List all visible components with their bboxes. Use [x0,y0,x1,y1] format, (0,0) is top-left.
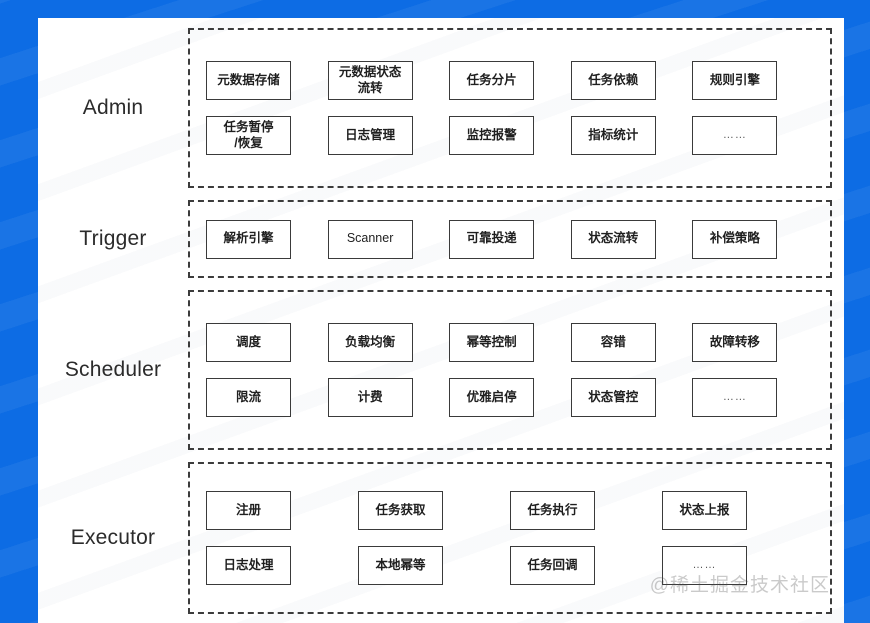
module-cell: 任务获取 [358,491,510,530]
module-cell: 任务分片 [449,61,571,100]
module-box[interactable]: 限流 [206,378,291,417]
module-box[interactable]: 优雅启停 [449,378,535,417]
module-box[interactable]: …… [692,116,778,155]
module-cell: 状态上报 [662,491,814,530]
module-box[interactable]: 调度 [206,323,291,362]
module-cell: 限流 [206,378,328,417]
module-box[interactable]: 任务分片 [449,61,535,100]
module-row: 限流计费优雅启停状态管控 …… [206,378,814,417]
module-cell: 任务暂停 /恢复 [206,116,328,155]
module-box[interactable]: Scanner [327,219,413,259]
module-cell: …… [692,378,814,417]
module-box[interactable]: 可靠投递 [449,219,535,259]
module-box[interactable]: 故障转移 [692,323,778,362]
module-box[interactable]: 负载均衡 [327,323,413,362]
module-cell: 负载均衡 [327,323,450,362]
layer-group-admin: 元数据存储元数据状态 流转任务分片任务依赖规则引擎任务暂停 /恢复日志管理监控报… [188,28,832,188]
module-row: 日志处理 本地幂等 任务回调 …… [206,546,814,585]
module-row: 注册 任务获取 任务执行 状态上报 [206,491,814,530]
layer-row-trigger: Trigger 解析引擎 Scanner 可靠投递状态流转补偿策略 [38,200,844,278]
module-cell: 解析引擎 [206,219,328,259]
layer-label-scheduler: Scheduler [64,358,162,382]
module-box[interactable]: 元数据状态 流转 [327,61,413,100]
module-cell: 本地幂等 [358,546,510,585]
layer-label-executor: Executor [70,526,156,550]
module-cell: …… [692,116,814,155]
module-box[interactable]: 状态流转 [570,219,656,259]
module-box[interactable]: 解析引擎 [206,219,291,259]
module-cell: 监控报警 [449,116,571,155]
module-cell: 任务依赖 [570,61,693,100]
module-cell: 幂等控制 [449,323,571,362]
module-cell: 优雅启停 [449,378,571,417]
module-cell: Scanner [327,219,450,259]
module-box[interactable]: 注册 [206,491,291,530]
module-box[interactable]: 任务回调 [510,546,595,585]
module-cell: 容错 [570,323,693,362]
layer-group-scheduler: 调度负载均衡幂等控制容错故障转移限流计费优雅启停状态管控…… [188,290,832,450]
module-row: 任务暂停 /恢复日志管理监控报警指标统计 …… [206,116,814,155]
module-cell: 状态流转 [570,219,693,259]
layer-row-executor: Executor 注册 任务获取 任务执行 状态上报日志处理 本地幂等 任务回调 …… [38,462,844,614]
layer-group-trigger: 解析引擎 Scanner 可靠投递状态流转补偿策略 [188,200,832,278]
module-row: 调度负载均衡幂等控制容错故障转移 [206,323,814,362]
module-cell: 元数据状态 流转 [327,61,450,100]
module-cell: 计费 [327,378,450,417]
module-cell: 任务执行 [510,491,662,530]
module-cell: 状态管控 [570,378,693,417]
module-box[interactable]: 日志管理 [327,116,413,155]
module-cell: 注册 [206,491,358,530]
module-box[interactable]: 指标统计 [570,116,656,155]
module-row: 元数据存储元数据状态 流转任务分片任务依赖规则引擎 [206,61,814,100]
module-box[interactable]: 状态上报 [662,491,747,530]
module-cell: 日志处理 [206,546,358,585]
module-box[interactable]: 元数据存储 [206,61,291,100]
module-box[interactable]: 任务暂停 /恢复 [206,116,291,155]
module-cell: 元数据存储 [206,61,328,100]
module-box[interactable]: 状态管控 [570,378,656,417]
layer-group-executor: 注册 任务获取 任务执行 状态上报日志处理 本地幂等 任务回调 …… [188,462,832,614]
layer-label-admin: Admin [82,96,144,120]
module-box[interactable]: …… [662,546,747,585]
layer-label-trigger: Trigger [79,227,147,251]
module-cell: 调度 [206,323,328,362]
module-box[interactable]: 幂等控制 [449,323,535,362]
module-box[interactable]: 本地幂等 [358,546,443,585]
module-box[interactable]: 监控报警 [449,116,535,155]
module-box[interactable]: 补偿策略 [692,219,778,259]
module-box[interactable]: 任务获取 [358,491,443,530]
module-cell: 故障转移 [692,323,814,362]
module-box[interactable]: 任务依赖 [570,61,656,100]
module-box[interactable]: …… [692,378,778,417]
module-box[interactable]: 容错 [570,323,656,362]
module-box[interactable]: 计费 [327,378,413,417]
module-cell: 可靠投递 [449,219,571,259]
module-cell: 指标统计 [570,116,693,155]
module-cell: 日志管理 [327,116,450,155]
module-cell: 任务回调 [510,546,662,585]
module-box[interactable]: 任务执行 [510,491,595,530]
module-box[interactable]: 规则引擎 [692,61,778,100]
module-cell: 补偿策略 [692,219,814,259]
module-row: 解析引擎 Scanner 可靠投递状态流转补偿策略 [206,219,814,259]
module-box[interactable]: 日志处理 [206,546,291,585]
module-cell: …… [662,546,814,585]
module-cell: 规则引擎 [692,61,814,100]
